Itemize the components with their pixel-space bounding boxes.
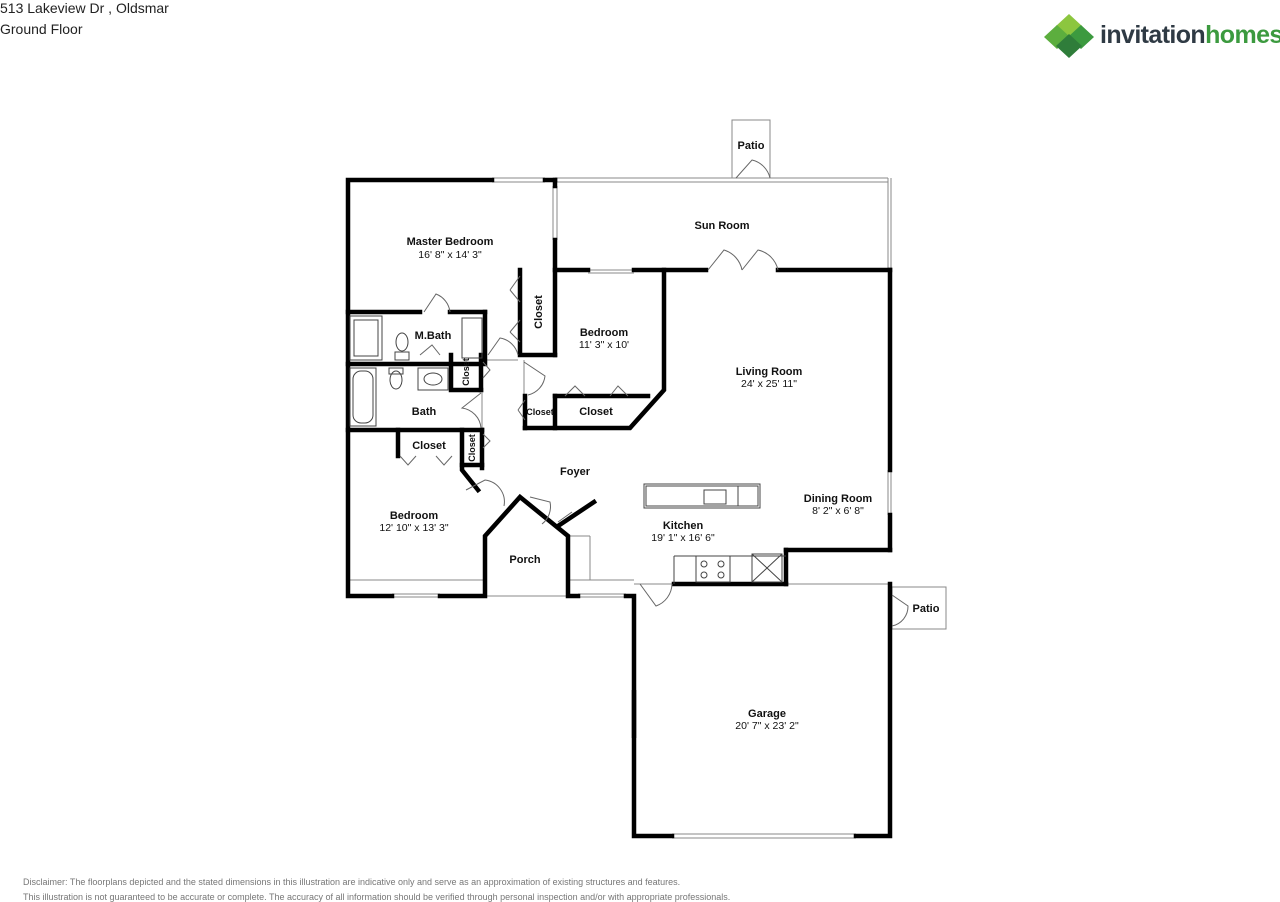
toilet-icon-bath: [389, 370, 403, 390]
closet-small1-label: Closet: [461, 358, 471, 386]
bedroom3-label: Bedroom: [390, 510, 439, 522]
dining-room-label: Dining Room: [804, 493, 873, 505]
bedroom2-dims: 11' 3" x 10': [579, 339, 629, 351]
bedroom3-dims: 12' 10" x 13' 3": [379, 522, 449, 534]
brand-logo: invitationhomes: [1044, 12, 1280, 60]
living-room-label: Living Room: [736, 366, 803, 378]
bath-label: Bath: [412, 406, 437, 418]
floor-label: Ground Floor: [0, 21, 83, 37]
room-labels: Patio Sun Room Master Bedroom 16' 8" x 1…: [379, 140, 939, 732]
fixtures: [349, 315, 786, 584]
brand-name-part2: homes: [1205, 21, 1280, 49]
thin-outlines: [348, 119, 947, 839]
brand-name-part1: invitation: [1100, 21, 1206, 49]
master-bedroom-dims: 16' 8" x 14' 3": [418, 249, 482, 261]
kitchen-island: [643, 483, 761, 509]
fridge-icon: [751, 553, 783, 583]
closet-b2a-label: Closet: [526, 407, 554, 417]
closet-bed3b-label: Closet: [467, 434, 477, 462]
disclaimer-line-1: Disclaimer: The floorplans depicted and …: [23, 877, 681, 887]
patio-top-label: Patio: [738, 140, 765, 152]
living-room-dims: 24' x 25' 11": [741, 378, 797, 390]
brand-name: invitationhomes: [1100, 21, 1280, 50]
closet-bed3-label: Closet: [412, 440, 446, 452]
master-bedroom-label: Master Bedroom: [407, 236, 494, 248]
stove-icon: [695, 555, 731, 583]
kitchen-label: Kitchen: [663, 520, 704, 532]
closet-master-label: Closet: [533, 295, 545, 329]
porch-label: Porch: [509, 554, 540, 566]
kitchen-dims: 19' 1" x 16' 6": [651, 532, 715, 544]
kitchen-sink-icon: [703, 489, 727, 505]
garage-label: Garage: [748, 708, 786, 720]
address-title: 513 Lakeview Dr , Oldsmar: [0, 0, 169, 16]
m-bath-label: M.Bath: [415, 330, 452, 342]
dining-room-dims: 8' 2" x 6' 8": [812, 505, 864, 517]
door-swings: [399, 159, 909, 627]
walls: [345, 177, 893, 839]
sun-room-label: Sun Room: [695, 220, 750, 232]
logo-mark-icon: [1044, 14, 1094, 58]
garage-dims: 20' 7" x 23' 2": [735, 720, 799, 732]
sink-icon-bath: [417, 367, 449, 391]
bedroom2-label: Bedroom: [580, 327, 629, 339]
patio-right-label: Patio: [913, 603, 940, 615]
toilet-icon-mbath: [395, 332, 409, 352]
sink-icon-mbath: [461, 317, 483, 359]
closet-b2b-label: Closet: [579, 406, 613, 418]
bathtub-icon: [349, 367, 377, 427]
shower-icon: [349, 315, 383, 361]
disclaimer-line-2: This illustration is not guaranteed to b…: [23, 892, 731, 902]
foyer-label: Foyer: [560, 466, 591, 478]
